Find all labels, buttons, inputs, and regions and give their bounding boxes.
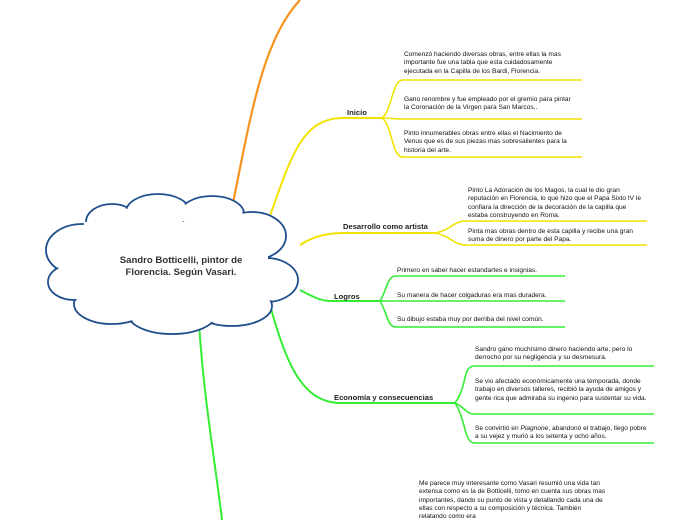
logros-note-3[interactable]: Su dibujo estaba muy por derriba del niv… (397, 316, 544, 323)
inicio-sub-3 (381, 117, 582, 158)
branch-inicio[interactable]: Inicio (347, 108, 367, 117)
essay-branch-line (197, 304, 223, 520)
orange-branch-line (230, 0, 301, 209)
logros-note-1[interactable]: Primero en saber hacer estandartes e ins… (397, 267, 538, 274)
essay-note[interactable]: Me parece muy interesante como Vasari re… (419, 480, 606, 521)
desarrollo-branch-line (299, 232, 435, 246)
economia-branch-line (267, 297, 455, 404)
desarrollo-sub-2 (434, 232, 647, 246)
logros-note-2[interactable]: Su manera de hacer colgaduras era mas du… (397, 292, 547, 299)
logros-sub-3 (379, 300, 565, 328)
inicio-sub-1 (381, 79, 582, 119)
central-topic[interactable]: Sandro Botticelli, pintor de Florencia. … (119, 255, 243, 278)
economia-note-3-after: , abandonó el trabajo, llego pobre a su … (475, 425, 647, 441)
economia-note-1[interactable]: Sandro gano muchísimo dinero haciendo ar… (475, 346, 633, 362)
economia-note-2[interactable]: Se vio afectado económicamente una tempo… (475, 378, 647, 402)
economia-note-3[interactable]: Se convirtió en Piagnone, abandonó el tr… (475, 425, 651, 442)
logros-sub-1 (379, 275, 565, 302)
desarrollo-note-1[interactable]: Pinto La Adoración de los Magos, la cual… (468, 187, 642, 219)
economia-note-3-before: Se convirtió en (475, 425, 521, 432)
economia-note-3-italic: Piagnone (520, 425, 549, 432)
economia-sub-2 (454, 402, 654, 415)
inicio-sub-2 (381, 117, 582, 120)
inicio-note-2[interactable]: Gano renombre y fue empleado por el grem… (404, 96, 571, 112)
inicio-note-3[interactable]: Pinto innumerables obras entre ellas el … (404, 130, 567, 154)
desarrollo-sub-1 (434, 220, 647, 234)
inicio-note-1[interactable]: Comenzó haciendo diversas obras, entre e… (404, 51, 561, 75)
branch-desarrollo[interactable]: Desarrollo como artista (343, 222, 428, 231)
economia-sub-1 (454, 365, 654, 404)
economia-sub-3 (454, 402, 654, 444)
branch-economia[interactable]: Economía y consecuencias (334, 393, 434, 402)
inicio-branch-line (264, 117, 382, 231)
logros-branch-line (299, 289, 380, 302)
branch-logros[interactable]: Logros (334, 292, 360, 301)
desarrollo-note-2[interactable]: Pinta mas obras dentro de esta capilla y… (468, 228, 633, 244)
